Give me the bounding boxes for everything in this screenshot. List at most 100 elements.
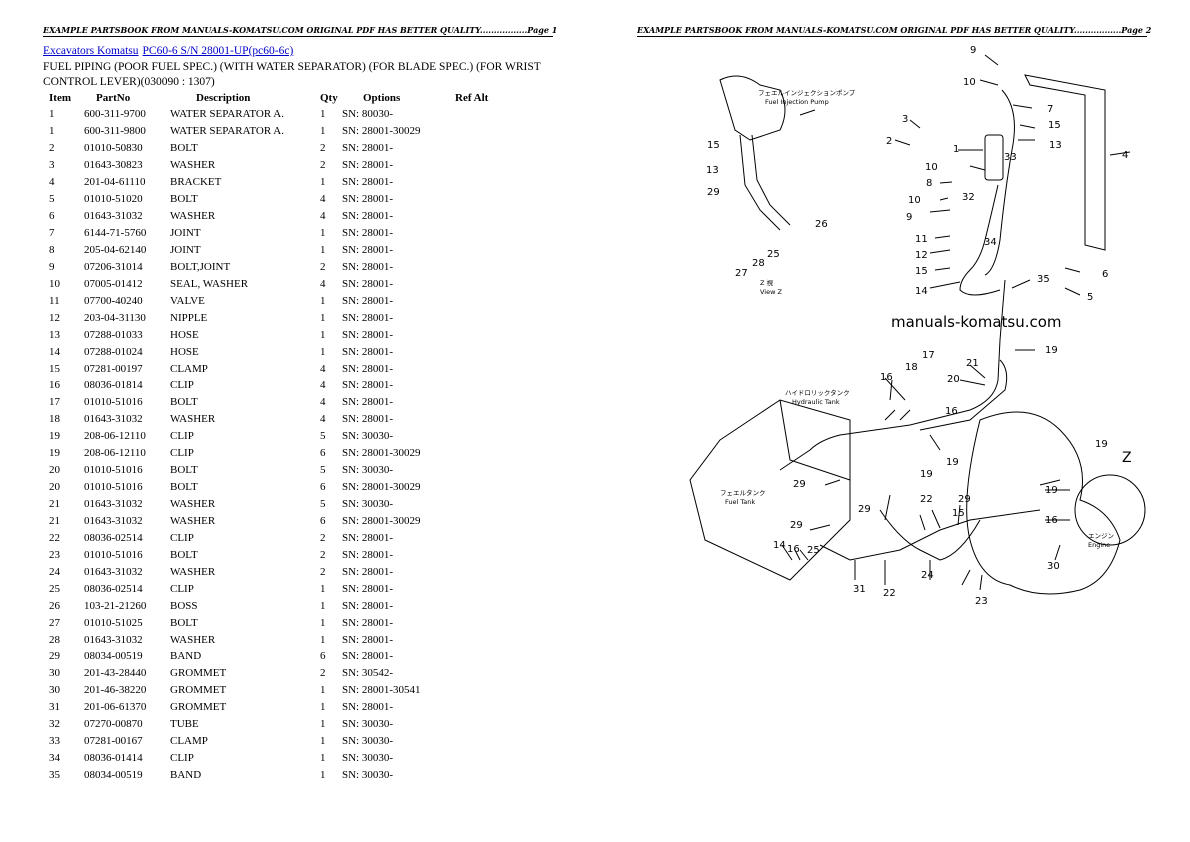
cell-options: SN: 30030- (342, 498, 394, 511)
cell-qty: 1 (320, 616, 326, 629)
cell-description: BOLT (170, 193, 198, 206)
cell-description: BOLT (170, 616, 198, 629)
cell-options: SN: 28001-30541 (342, 684, 421, 697)
cell-ref-alt (455, 479, 515, 496)
cell-description: CLIP (170, 447, 194, 460)
cell-description: WASHER (170, 159, 216, 172)
callout-number: 33 (1004, 152, 1017, 163)
cell-options: SN: 28001- (342, 243, 394, 256)
cell-ref-alt (455, 733, 515, 750)
cell-options: SN: 30030- (342, 752, 394, 765)
cell-description: SEAL, WASHER (170, 277, 249, 290)
cell-item: 27 (49, 616, 60, 629)
cell-ref-alt (455, 665, 515, 682)
cell-partno: 07288-01024 (84, 345, 143, 358)
cell-description: BOLT (170, 464, 198, 477)
callout-number: 13 (706, 165, 719, 176)
cell-ref-alt (455, 123, 515, 140)
cell-item: 18 (49, 413, 60, 426)
col-header-ref-alt: Ref Alt (455, 92, 489, 104)
cell-ref-alt (455, 191, 515, 208)
cell-ref-alt (455, 648, 515, 665)
callout-number: 35 (1037, 274, 1050, 285)
cell-ref-alt (455, 208, 515, 225)
cell-options: SN: 28001- (342, 396, 394, 409)
callout-number: 28 (752, 258, 765, 269)
cell-options: SN: 30030- (342, 430, 394, 443)
cell-item: 30 (49, 684, 60, 697)
cell-qty: 1 (320, 243, 326, 256)
cell-partno: 01643-31032 (84, 413, 143, 426)
cell-partno: 07005-01412 (84, 277, 143, 290)
cell-item: 7 (49, 227, 55, 240)
cell-qty: 4 (320, 277, 326, 290)
cell-item: 32 (49, 718, 60, 731)
cell-options: SN: 28001- (342, 650, 394, 663)
cell-partno: 08036-02514 (84, 582, 143, 595)
cell-partno: 01010-50830 (84, 142, 143, 155)
cell-ref-alt (455, 377, 515, 394)
cell-options: SN: 28001- (342, 193, 394, 206)
cell-description: BAND (170, 650, 202, 663)
label-engine-jp: エンジン (1088, 532, 1114, 540)
callout-number: 23 (975, 596, 988, 607)
cell-options: SN: 28001- (342, 277, 394, 290)
callout-number: 14 (915, 286, 928, 297)
callout-number: 15 (1048, 120, 1061, 131)
cell-description: GROMMET (170, 684, 227, 697)
cell-partno: 08036-02514 (84, 531, 143, 544)
cell-qty: 2 (320, 142, 326, 155)
callout-number: 1 (953, 144, 959, 155)
cell-options: SN: 28001-30029 (342, 514, 421, 527)
cell-partno: 08036-01414 (84, 752, 143, 765)
cell-qty: 2 (320, 548, 326, 561)
cell-qty: 4 (320, 413, 326, 426)
cell-options: SN: 28001- (342, 599, 394, 612)
cell-item: 21 (49, 514, 60, 527)
cell-item: 24 (49, 565, 60, 578)
cell-item: 4 (49, 176, 55, 189)
cell-ref-alt (455, 360, 515, 377)
breadcrumb-link-category[interactable]: Excavators Komatsu (43, 45, 139, 57)
cell-partno: 07270-00870 (84, 718, 143, 731)
cell-description: CLAMP (170, 362, 208, 375)
cell-description: BOLT (170, 396, 198, 409)
col-header-qty: Qty (320, 92, 338, 104)
cell-item: 5 (49, 193, 55, 206)
callout-number: 20 (947, 374, 960, 385)
callout-number: 17 (922, 350, 935, 361)
cell-description: WASHER (170, 413, 216, 426)
cell-item: 23 (49, 548, 60, 561)
cell-ref-alt (455, 631, 515, 648)
cell-options: SN: 28001-30029 (342, 447, 421, 460)
cell-item: 30 (49, 667, 60, 680)
cell-ref-alt (455, 445, 515, 462)
label-view-z: View Z (760, 288, 782, 296)
cell-partno: 01643-31032 (84, 514, 143, 527)
cell-description: GROMMET (170, 667, 227, 680)
breadcrumb-link-model[interactable]: PC60-6 S/N 28001-UP(pc60-6c) (142, 45, 294, 57)
callout-number: 16 (945, 406, 958, 417)
callout-number: 25 (807, 545, 820, 556)
cell-partno: 08034-00519 (84, 769, 143, 782)
cell-options: SN: 30030- (342, 735, 394, 748)
cell-item: 3 (49, 159, 55, 172)
cell-item: 1 (49, 125, 55, 138)
cell-qty: 1 (320, 599, 326, 612)
label-hydraulic-tank: Hydraulic Tank (792, 398, 840, 406)
cell-qty: 1 (320, 718, 326, 731)
cell-qty: 4 (320, 210, 326, 223)
cell-item: 9 (49, 260, 55, 273)
